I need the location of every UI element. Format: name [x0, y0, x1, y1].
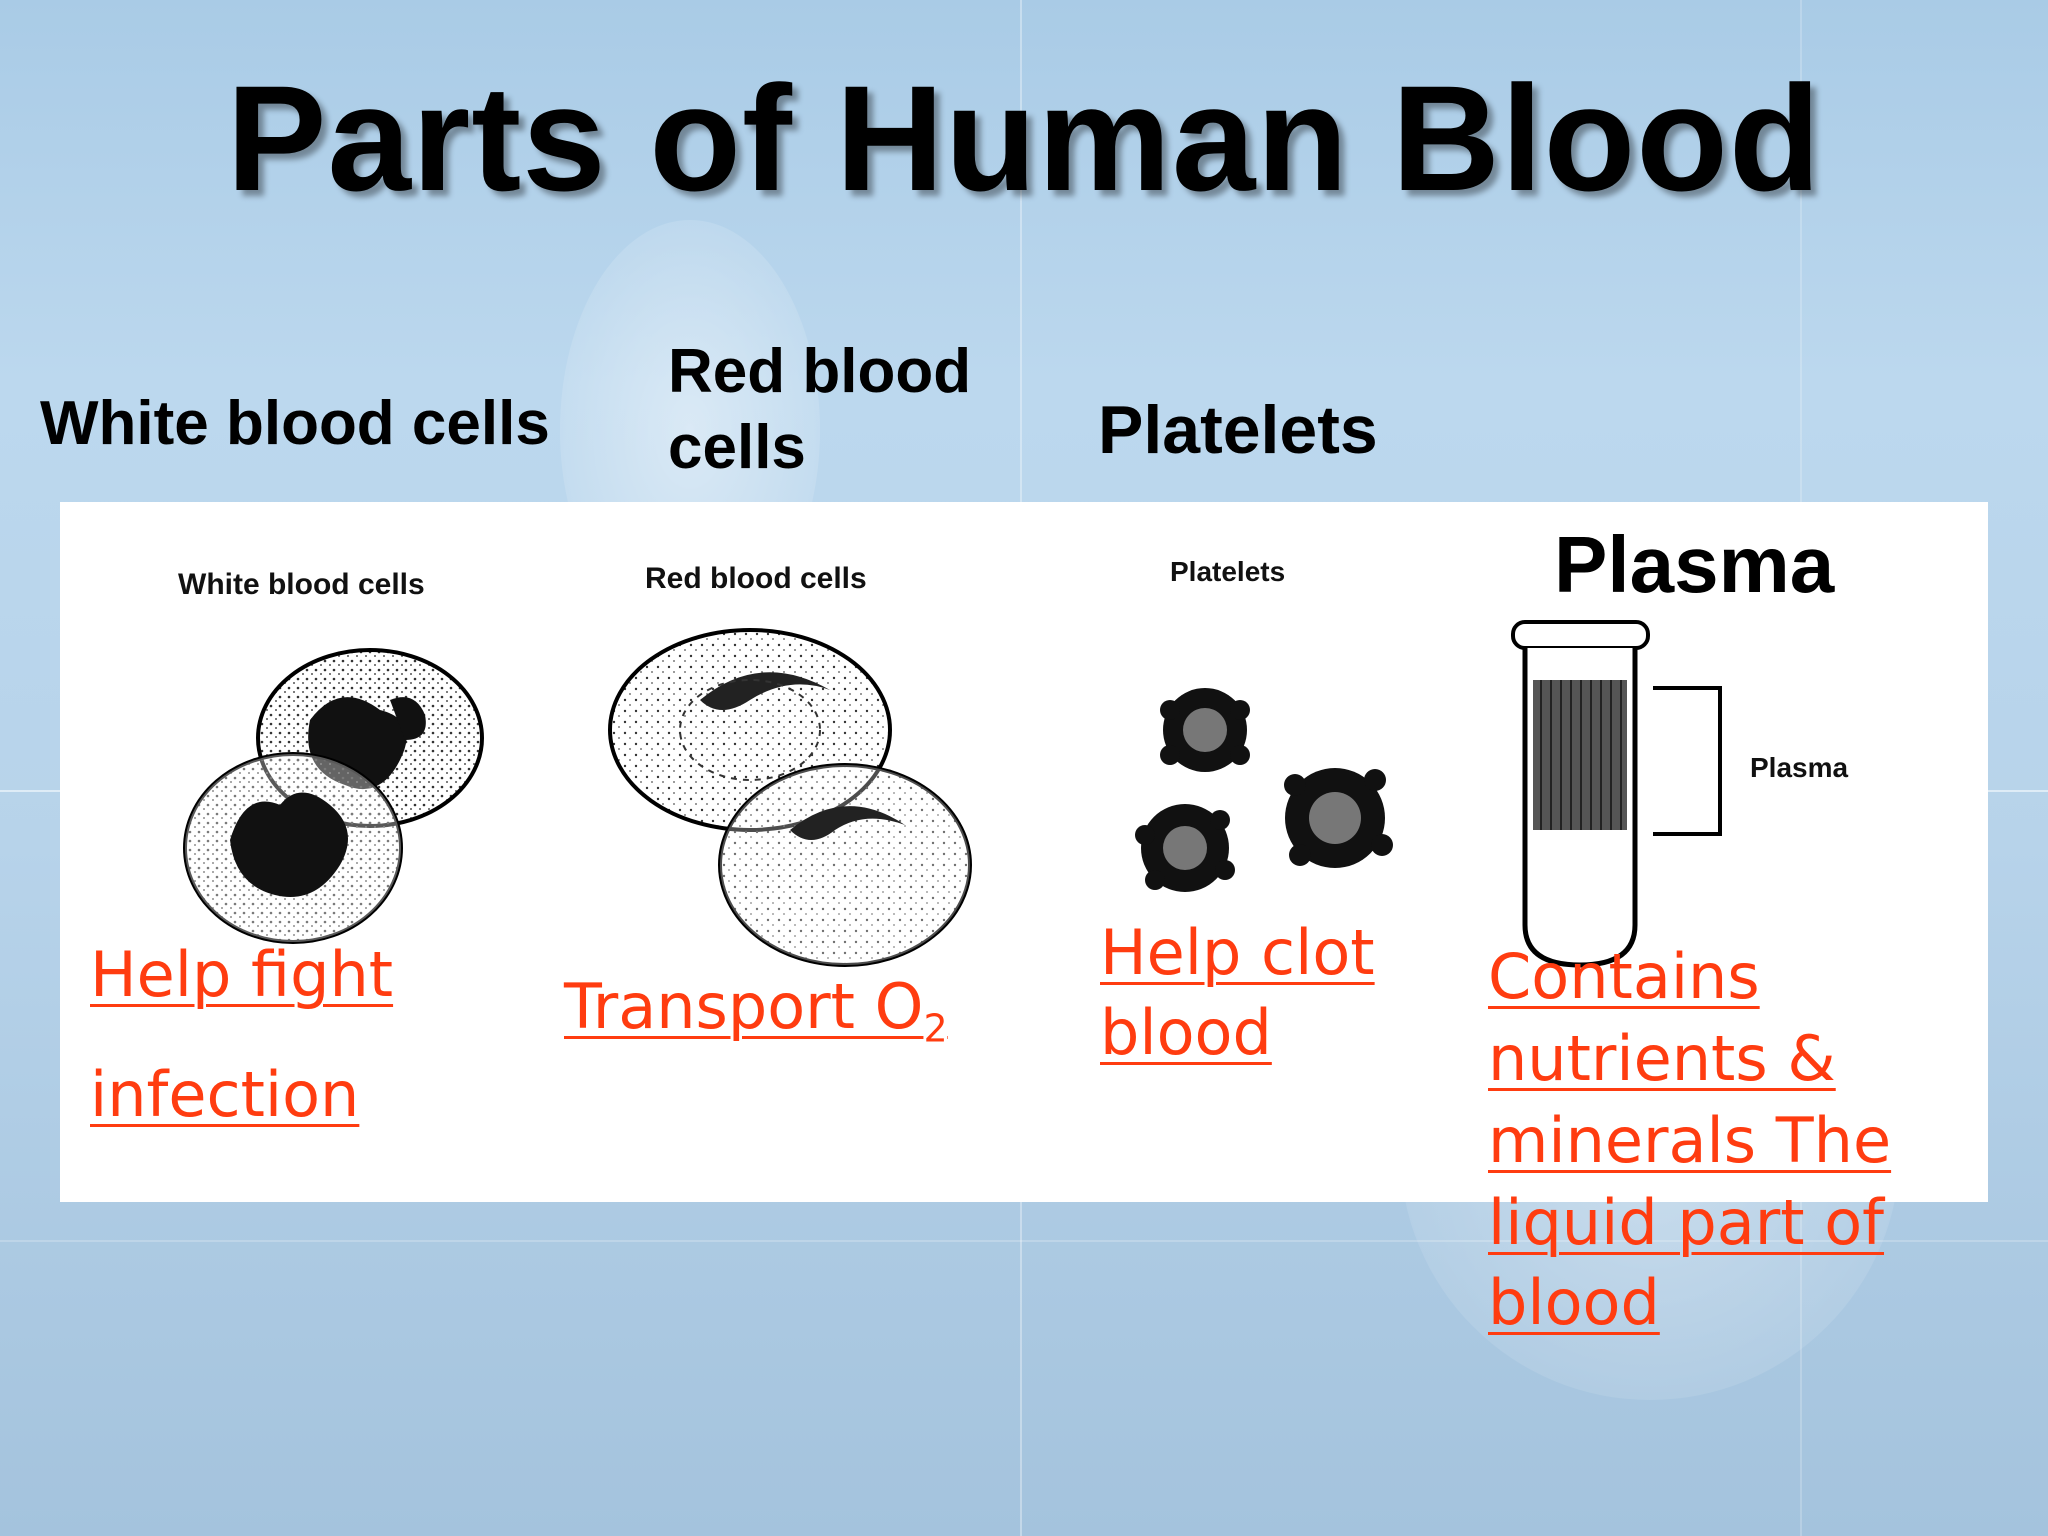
description-platelets-line1: Help clot	[1100, 916, 1375, 989]
figure-label-red: Red blood cells	[645, 562, 867, 595]
description-plasma-line3: minerals The	[1488, 1104, 1892, 1177]
heading-red-line1: Red blood	[668, 337, 972, 406]
plasma-test-tube-illustration	[1511, 620, 1722, 968]
description-red-sub: 2	[923, 1006, 948, 1051]
description-white-line2: infection	[90, 1058, 360, 1131]
background-line	[0, 1240, 2048, 1242]
white-blood-cells-illustration	[183, 648, 484, 944]
description-white-line1: Help fight	[90, 938, 394, 1011]
description-platelets-line2: blood	[1100, 996, 1272, 1069]
slide-title: Parts of Human Blood	[226, 54, 1822, 222]
heading-plasma: Plasma	[1554, 520, 1835, 609]
description-plasma-line1: Contains	[1488, 940, 1760, 1013]
description-red-main: Transport O	[564, 970, 924, 1043]
platelets-illustration	[1135, 688, 1393, 892]
figure-label-plasma: Plasma	[1750, 752, 1849, 783]
figure-label-white: White blood cells	[178, 568, 425, 601]
heading-red-blood-cells: Red blood cells	[668, 334, 971, 486]
red-blood-cells-illustration	[608, 628, 972, 967]
description-plasma-line4: liquid part of	[1488, 1186, 1885, 1259]
description-plasma-line5: blood	[1488, 1266, 1660, 1339]
heading-white-blood-cells: White blood cells	[40, 389, 550, 458]
description-red: Transport O2	[564, 970, 948, 1050]
heading-red-line2: cells	[668, 413, 806, 482]
figure-label-platelets: Platelets	[1170, 556, 1286, 587]
description-plasma-line2: nutrients &	[1488, 1022, 1836, 1095]
heading-platelets: Platelets	[1098, 392, 1378, 468]
